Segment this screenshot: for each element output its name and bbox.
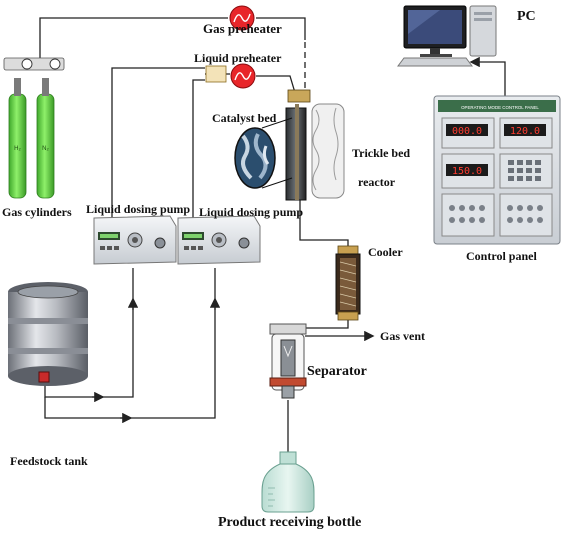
label-reactor: reactor [358, 175, 396, 189]
panel-title: OPERATING MODE CONTROL PANEL [461, 105, 539, 110]
label-gas-preheater: Gas preheater [203, 21, 282, 36]
label-feedstock-tank: Feedstock tank [10, 454, 88, 468]
cylinder-left-gas: H₂ [14, 146, 21, 152]
trickle-bed-reactor [285, 89, 345, 201]
label-cooler: Cooler [368, 245, 403, 259]
panel-to-pc-line [469, 56, 506, 96]
liquid-mixer [205, 65, 227, 83]
label-trickle-bed: Trickle bed [352, 146, 411, 160]
display-mid: 150.0 [452, 166, 482, 177]
display-right: 120.0 [510, 126, 540, 137]
product-bottle [261, 451, 315, 513]
label-control-panel: Control panel [466, 249, 537, 263]
label-catalyst-bed: Catalyst bed [212, 111, 277, 125]
label-liquid-dosing-pump-left: Liquid dosing pump [86, 202, 191, 216]
gas-line-to-preheater [39, 17, 228, 68]
gas-line-after-preheater [256, 17, 306, 40]
label-product-receiving-bottle: Product receiving bottle [218, 515, 362, 530]
gas-preheater [229, 5, 255, 31]
label-gas-cylinders: Gas cylinders [2, 205, 72, 219]
dosing-pump-right [177, 215, 261, 265]
liquid-line-after-preheater [256, 75, 297, 97]
dosing-pump-left [93, 215, 177, 265]
liquid-preheater [205, 63, 256, 89]
cylinder-right-gas: N₂ [42, 146, 49, 152]
pressure-gauge-left [21, 58, 33, 70]
gas-cylinders: H₂ N₂ [3, 57, 65, 199]
liquid-line-right [192, 79, 205, 228]
separator [269, 323, 307, 399]
reactor-to-cooler-line [299, 198, 349, 250]
label-pc: PC [517, 9, 536, 24]
pc-workstation [397, 5, 497, 67]
catalyst-bed-zoom [234, 117, 293, 189]
liquid-line-left [111, 67, 205, 228]
tank-valve [38, 371, 50, 383]
label-liquid-dosing-pump-right: Liquid dosing pump [199, 205, 304, 219]
control-panel: OPERATING MODE CONTROL PANEL 000.0 120.0… [433, 95, 561, 245]
feed-line-left-pump [44, 268, 134, 398]
cooler [335, 245, 361, 321]
display-left: 000.0 [452, 126, 482, 137]
label-liquid-preheater: Liquid preheater [194, 51, 282, 65]
label-separator: Separator [307, 364, 367, 379]
pressure-gauge-right [49, 58, 61, 70]
label-gas-vent: Gas vent [380, 329, 425, 343]
feedstock-tank [8, 282, 88, 386]
